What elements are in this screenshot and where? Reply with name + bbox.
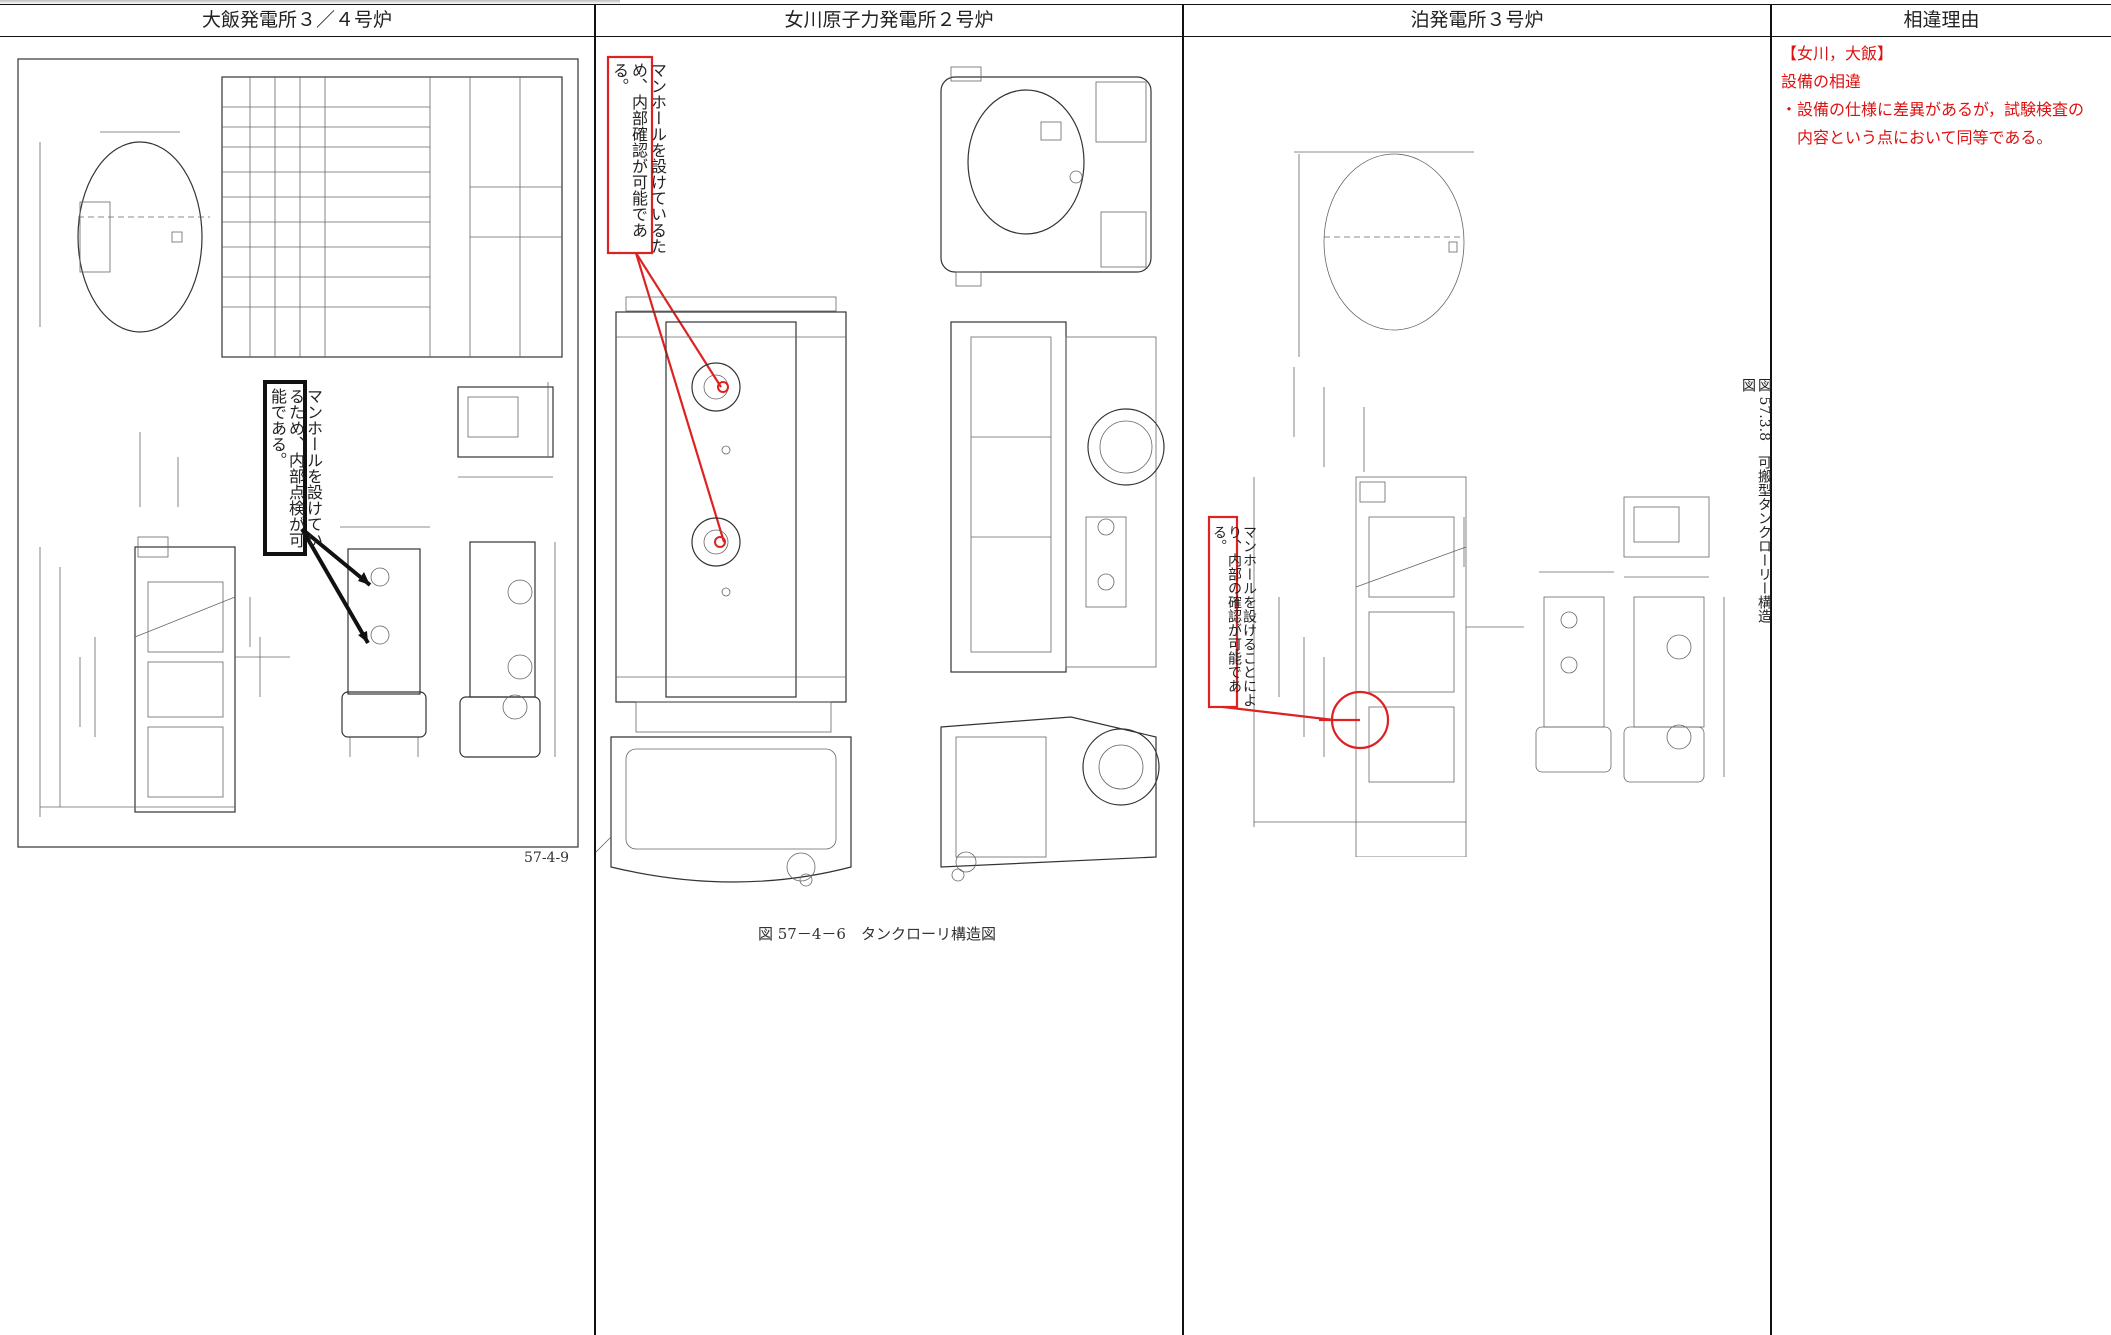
tomari-figure-title: 図 57.3.8 可搬型タンクローリー構造図 [1740, 378, 1772, 623]
table-header-rule [0, 36, 2111, 37]
reason-text: 【女川，大飯】 設備の相違 ・設備の仕様に差異があるが，試験検査の 内容という点… [1781, 40, 2101, 152]
ohi-page-number: 57-4-9 [524, 850, 570, 866]
header-onagawa: 女川原子力発電所２号炉 [784, 9, 994, 31]
onagawa-tank-drawing [596, 55, 1165, 887]
ohi-tank-drawing [17, 58, 579, 848]
reason-tag: 【女川，大飯】 [1781, 44, 1894, 63]
column-divider-2 [1182, 4, 1184, 1335]
tomari-tank-drawing [1207, 151, 1725, 857]
column-divider-1 [594, 4, 596, 1335]
top-cut-strip [0, 0, 620, 4]
reason-heading: 設備の相違 [1781, 72, 1862, 91]
tomari-manhole-callout: マンホールを設けることにより、内部の確認が可能である。 [1211, 525, 1257, 707]
reason-line-1: ・設備の仕様に差異があるが，試験検査の [1781, 100, 2085, 119]
header-ohi: 大飯発電所３／４号炉 [201, 9, 392, 31]
reason-line-2: 内容という点において同等である。 [1797, 128, 2053, 147]
header-tomari: 泊発電所３号炉 [1410, 9, 1544, 31]
header-reason: 相違理由 [1903, 9, 1980, 31]
onagawa-figure-caption: 図 57－4－6 タンクローリ構造図 [758, 925, 996, 943]
table-top-rule [0, 4, 2111, 5]
column-divider-3 [1770, 4, 1772, 1335]
onagawa-manhole-callout: マンホールを設けているため、内部確認が可能である。 [610, 62, 667, 254]
ohi-manhole-callout: マンホールを設けているため、内部点検が可能である。 [268, 388, 323, 548]
